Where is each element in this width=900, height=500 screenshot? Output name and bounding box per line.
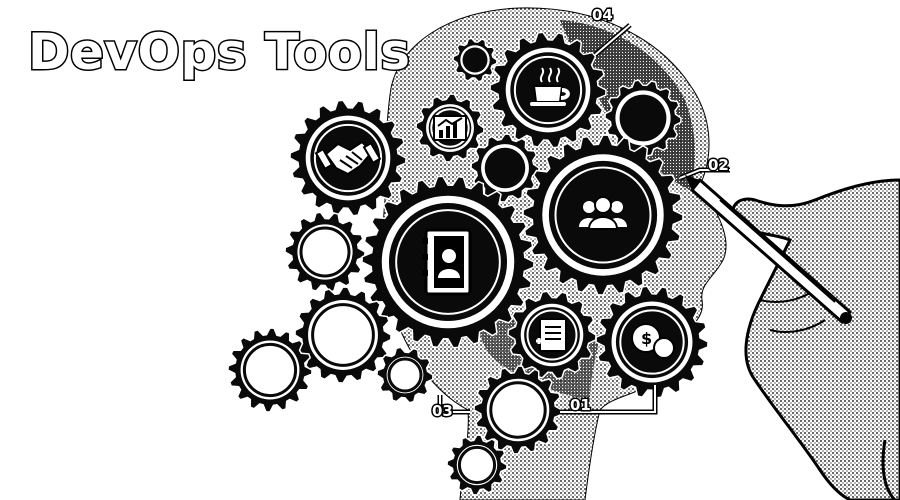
- handshake-icon: [314, 140, 382, 176]
- gear-hub-ring: [395, 209, 501, 315]
- page-title: DevOps Tools: [27, 22, 412, 83]
- gear-hub: [484, 147, 526, 189]
- gear-hub: [619, 94, 667, 142]
- gear-hub: [462, 47, 488, 73]
- gear-hub-ring: [513, 55, 583, 125]
- gear-hole: [299, 226, 351, 278]
- contact-book-icon: [422, 228, 472, 296]
- coffee-cup-icon: [530, 67, 570, 106]
- gear-hub: [548, 160, 658, 270]
- gear-hub-ring: [619, 309, 685, 375]
- team-icon: [579, 196, 627, 230]
- gear-hub-ring: [526, 309, 578, 361]
- callout-01: 01: [570, 396, 591, 414]
- gear-hole: [311, 303, 375, 367]
- growth-chart-icon: [433, 115, 467, 141]
- money-chat-icon: $: [631, 323, 675, 359]
- document-icon: [536, 318, 567, 352]
- gear-hub-ring: [554, 166, 652, 264]
- gear-hub-ring: [430, 108, 470, 148]
- gear-hole: [387, 357, 423, 393]
- svg-text:$: $: [641, 329, 652, 348]
- hand-with-pen-icon: [685, 175, 900, 500]
- callout-04: 04: [592, 6, 613, 24]
- gear-hole: [489, 381, 547, 439]
- callout-02: 02: [708, 156, 729, 174]
- gear-hole: [457, 445, 497, 485]
- gear-hole: [242, 342, 298, 398]
- callout-03: 03: [432, 402, 453, 420]
- gear-hub-ring: [313, 123, 383, 193]
